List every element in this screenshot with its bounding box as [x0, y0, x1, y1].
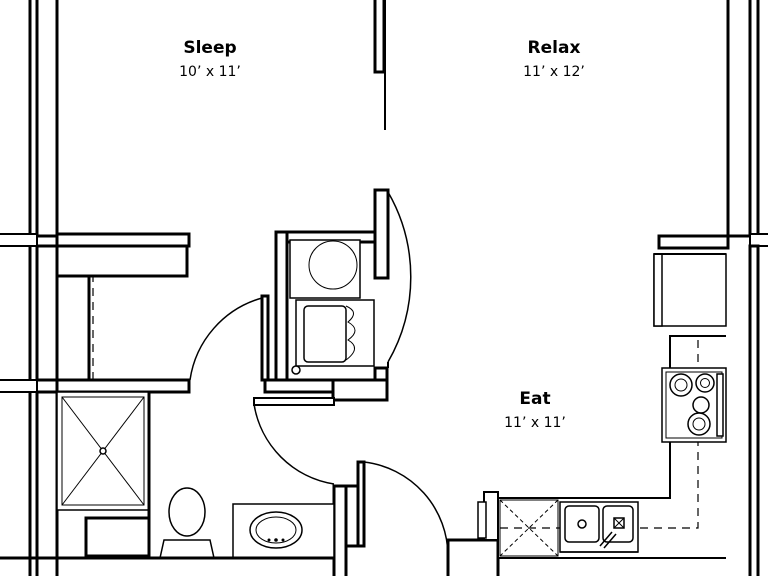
wall-left-exterior-low — [35, 390, 59, 576]
kitchen-sink-drain-left-icon — [577, 519, 587, 529]
counter-end-cap — [477, 501, 487, 539]
wall-right-exterior — [726, 0, 752, 238]
dishwasher-body — [499, 499, 559, 557]
wall-bath-top — [55, 378, 191, 394]
door-swing-entry — [363, 461, 449, 557]
bath-sink-tap-right-icon — [281, 538, 285, 542]
washer-lid-icon — [303, 305, 347, 363]
toilet-bowl-icon — [168, 487, 206, 537]
room-dimensions-relax: 11’ x 12’ — [523, 64, 585, 80]
garbage-disposal-x-b — [613, 517, 625, 529]
wall-right-stub — [749, 233, 768, 247]
wall-kitchen-top — [657, 234, 730, 250]
washer-hose-icon — [345, 305, 356, 361]
bath-sink-drain-icon — [274, 538, 278, 542]
wall-left-stub-lower — [0, 379, 38, 393]
wall-sleep-bottom — [55, 232, 191, 248]
wall-bath-door-header — [253, 397, 335, 406]
burner-back-left-icon — [695, 373, 715, 393]
room-name-eat: Eat — [519, 389, 550, 409]
wall-sleep-relax — [373, 0, 386, 74]
bath-sink-basin-icon — [249, 511, 303, 549]
room-name-relax: Relax — [528, 38, 581, 58]
range — [661, 367, 727, 443]
kitchen-faucet-icon — [599, 531, 617, 549]
shower-drain-icon — [99, 447, 107, 455]
wall-left-exterior — [35, 0, 59, 238]
dryer-body — [289, 239, 361, 299]
shower-inner — [61, 396, 145, 506]
washer-drain-icon — [291, 365, 301, 375]
toilet — [159, 487, 215, 559]
room-labels: Sleep 10’ x 11’ Relax 11’ x 12’ Eat 11’ … — [179, 38, 585, 431]
wall-laundry-left — [274, 230, 289, 392]
shower-bench — [84, 516, 151, 558]
closet-header — [55, 244, 189, 278]
bath-sink-inner-icon — [255, 516, 297, 544]
washer-dryer — [289, 239, 375, 375]
wall-bath-right — [332, 484, 348, 576]
dishwasher — [499, 499, 559, 557]
burner-front-left-icon — [669, 373, 693, 397]
burner-back-right-icon — [692, 396, 710, 414]
kitchen-sink — [559, 501, 639, 553]
burner-back-left-inner-icon — [700, 378, 710, 388]
closet-shelf-line — [92, 275, 186, 380]
bath-sink — [0, 503, 335, 560]
room-dimensions-sleep: 10’ x 11’ — [179, 64, 241, 80]
door-swing-bath — [253, 403, 335, 485]
bath-sink-tap-left-icon — [267, 538, 271, 542]
toilet-tank-icon — [159, 539, 215, 559]
burner-front-right-icon — [687, 412, 711, 436]
door-swing-laundry — [387, 191, 412, 363]
closet — [55, 244, 189, 382]
dryer-drum-icon — [308, 240, 358, 290]
fridge-body — [653, 253, 727, 327]
shower — [56, 391, 151, 558]
range-controls-icon — [716, 373, 724, 437]
room-dimensions-eat: 11’ x 11’ — [504, 415, 566, 431]
wall-right-lower — [748, 244, 760, 576]
burner-front-right-inner-icon — [692, 417, 706, 431]
wall-laundry-bottom-right — [331, 378, 389, 402]
wall-laundry-right — [373, 188, 390, 280]
wall-left-stub-upper — [0, 233, 38, 247]
wall-bath-door-jamb — [260, 294, 270, 382]
room-name-sleep: Sleep — [183, 38, 236, 58]
refrigerator — [653, 253, 727, 327]
closet-side — [55, 274, 91, 382]
wall-left-exterior-mid — [35, 244, 59, 382]
burner-front-left-inner-icon — [674, 378, 688, 392]
doors — [189, 191, 449, 557]
wall-entry-left — [356, 460, 366, 548]
door-swing-closet — [189, 297, 263, 381]
wall-entry-right — [446, 538, 500, 576]
wall-bath-right-inner — [344, 484, 360, 548]
fridge-door-icon — [653, 253, 663, 327]
